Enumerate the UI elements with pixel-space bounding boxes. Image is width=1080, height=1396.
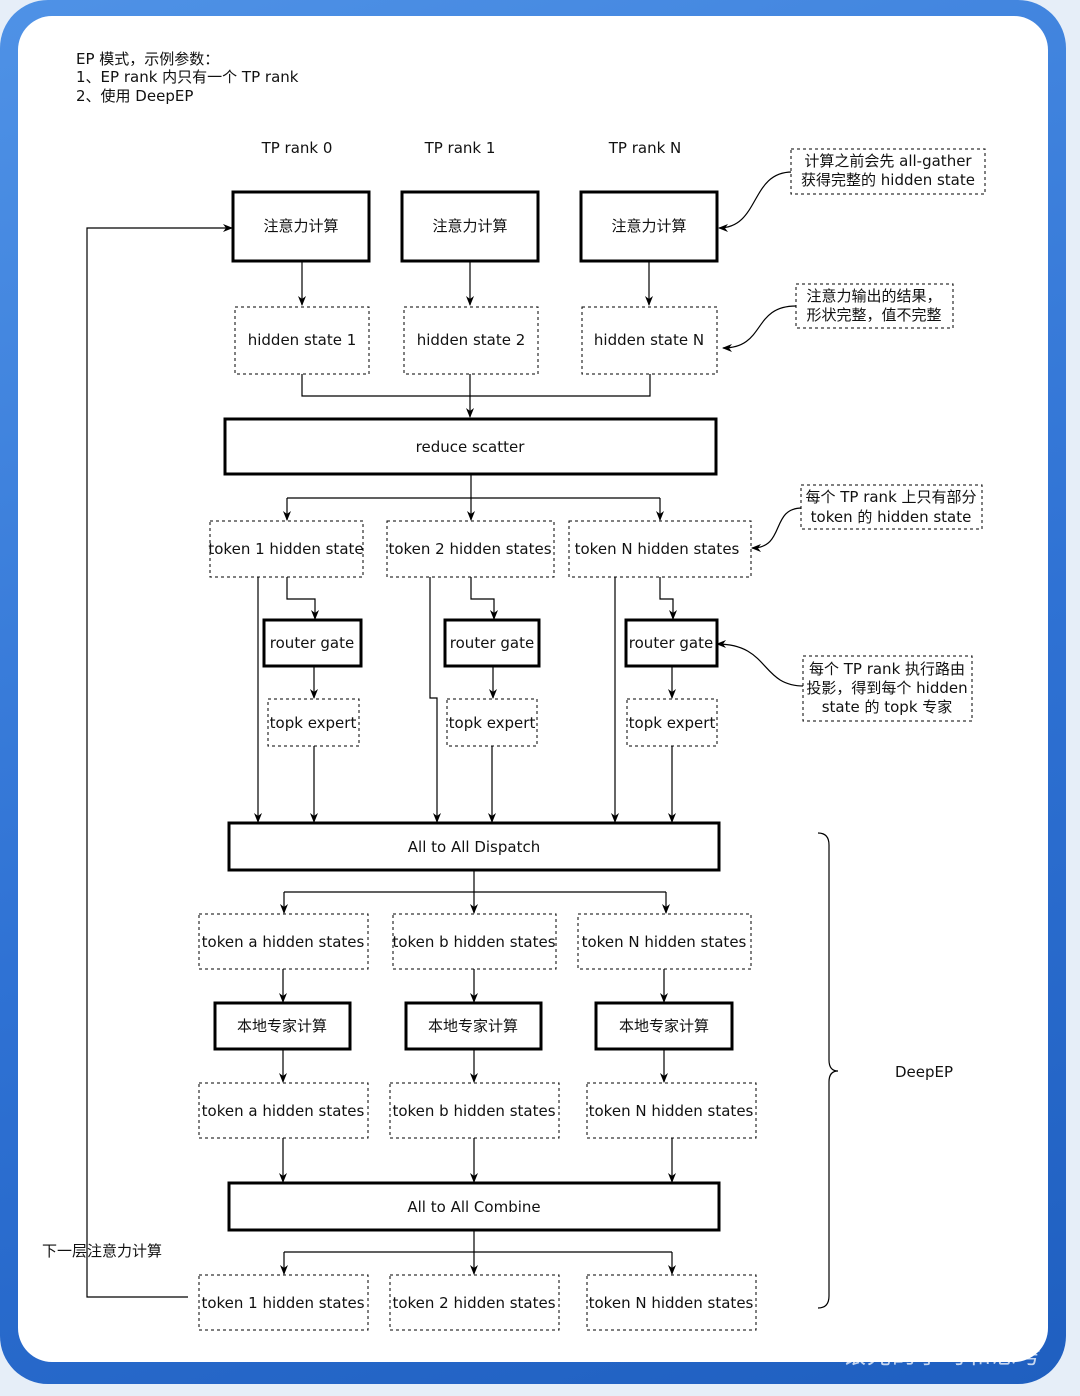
column-title-tp-rank-n: TP rank N — [608, 139, 682, 157]
hidden-state-label-1: hidden state 1 — [248, 331, 357, 349]
edge-note-allgather — [718, 171, 793, 232]
header-line-1: EP 模式，示例参数： — [76, 50, 219, 68]
deepep-brace — [817, 832, 839, 1309]
edge-tokN-gateN — [659, 577, 677, 620]
edge-note-partial — [751, 507, 803, 552]
local-expert-label-0: 本地专家计算 — [237, 1017, 327, 1035]
all-to-all-combine-box — [227, 1181, 721, 1232]
attention-compute-box-n — [579, 190, 719, 263]
note-partial-tokens-line-2: token 的 hidden state — [811, 508, 972, 526]
all-to-all-dispatch-label: All to All Dispatch — [408, 838, 540, 856]
note-attention-output-line-2: 形状完整，值不完整 — [806, 306, 941, 324]
token-n-hidden-states-box — [568, 520, 752, 578]
token-1-hidden-states-output-box — [198, 1274, 369, 1331]
header-line-2: 1、EP rank 内只有一个 TP rank — [76, 68, 299, 86]
topk-expert-box-1 — [446, 698, 538, 747]
edge-tok2-dispatch — [429, 577, 441, 823]
column-title-tp-rank-0: TP rank 0 — [261, 139, 333, 157]
attention-compute-label-0: 注意力计算 — [263, 217, 338, 235]
router-gate-box-1 — [443, 618, 541, 668]
local-expert-box-1 — [404, 1001, 543, 1051]
all-to-all-dispatch-box — [227, 821, 721, 872]
topk-expert-box-0 — [267, 698, 360, 747]
note-routing-box — [802, 655, 973, 722]
token-n-hidden-states-output-box — [586, 1274, 757, 1331]
note-partial-tokens-box — [800, 484, 983, 530]
reduce-scatter-box — [223, 417, 718, 476]
token-2-hidden-states-box — [386, 520, 555, 578]
note-routing-line-1: 每个 TP rank 执行路由 — [809, 660, 965, 678]
token-a-hidden-states-box — [198, 913, 369, 970]
hidden-state-label-n: hidden state N — [594, 331, 704, 349]
edge-feedback-next-layer — [86, 224, 233, 1298]
token-2-hidden-states-output-label: token 2 hidden states — [392, 1294, 555, 1312]
token-2-hidden-states-output-box — [389, 1274, 560, 1331]
token-b-hidden-states-box — [392, 913, 557, 970]
router-gate-box-n — [624, 618, 719, 668]
edge-note-attn-output — [722, 305, 797, 352]
router-gate-label-n: router gate — [629, 634, 713, 652]
attention-compute-label-1: 注意力计算 — [432, 217, 507, 235]
edge-tok1-gate0 — [286, 577, 319, 620]
watermark: 银光的学习和思考 — [842, 1341, 1042, 1369]
attention-compute-label-n: 注意力计算 — [611, 217, 686, 235]
note-routing-line-3: state 的 topk 专家 — [822, 698, 953, 716]
all-to-all-combine-label: All to All Combine — [407, 1198, 540, 1216]
token-n-hidden-states-box-3 — [586, 1082, 757, 1139]
token-a-hidden-states-label: token a hidden states — [202, 933, 365, 951]
token-1-hidden-states-output-label: token 1 hidden states — [201, 1294, 364, 1312]
attention-compute-box-0 — [231, 190, 371, 263]
hidden-state-box-1 — [234, 306, 370, 375]
reduce-scatter-label: reduce scatter — [416, 438, 526, 456]
attention-compute-box-1 — [400, 190, 540, 263]
column-title-tp-rank-1: TP rank 1 — [424, 139, 496, 157]
topk-expert-box-n — [626, 698, 718, 747]
local-expert-label-1: 本地专家计算 — [428, 1017, 518, 1035]
token-a-hidden-states-box-2 — [198, 1082, 369, 1139]
topk-expert-label-n: topk expert — [629, 714, 716, 732]
router-gate-box-0 — [262, 618, 363, 668]
next-layer-attention-label: 下一层注意力计算 — [42, 1242, 162, 1260]
note-routing-line-2: 投影，得到每个 hidden — [806, 679, 967, 697]
deepep-bracket-label: DeepEP — [895, 1063, 953, 1081]
token-b-hidden-states-label: token b hidden states — [392, 933, 555, 951]
note-allgather-line-1: 计算之前会先 all-gather — [804, 152, 972, 170]
header-line-3: 2、使用 DeepEP — [76, 87, 193, 105]
token-n-hidden-states-label-2: token N hidden states — [582, 933, 747, 951]
token-a-hidden-states-label-2: token a hidden states — [202, 1102, 365, 1120]
hidden-state-box-n — [581, 306, 718, 375]
token-n-hidden-states-output-label: token N hidden states — [589, 1294, 754, 1312]
local-expert-label-n: 本地专家计算 — [619, 1017, 709, 1035]
token-n-hidden-states-box-2 — [577, 913, 752, 970]
topk-expert-label-1: topk expert — [449, 714, 536, 732]
edge-note-routing — [716, 640, 805, 687]
router-gate-label-1: router gate — [450, 634, 534, 652]
token-n-hidden-states-label-3: token N hidden states — [589, 1102, 754, 1120]
token-b-hidden-states-box-2 — [389, 1082, 560, 1139]
local-expert-box-0 — [213, 1001, 352, 1051]
router-gate-label-0: router gate — [270, 634, 354, 652]
note-allgather-line-2: 获得完整的 hidden state — [801, 171, 975, 189]
note-attention-output-box — [795, 283, 954, 329]
token-1-hidden-state-label: token 1 hidden state — [208, 540, 363, 558]
local-expert-box-n — [594, 1001, 734, 1051]
token-1-hidden-state-box — [209, 520, 364, 578]
note-allgather-box — [790, 148, 986, 195]
token-b-hidden-states-label-2: token b hidden states — [392, 1102, 555, 1120]
edge-tok2-gate1 — [470, 577, 498, 620]
token-n-hidden-states-label: token N hidden states — [575, 540, 740, 558]
hidden-state-label-2: hidden state 2 — [417, 331, 526, 349]
edge-merge-hidden-states — [301, 374, 651, 397]
token-2-hidden-states-label: token 2 hidden states — [388, 540, 551, 558]
topk-expert-label-0: topk expert — [270, 714, 357, 732]
hidden-state-box-2 — [403, 306, 539, 375]
note-partial-tokens-line-1: 每个 TP rank 上只有部分 — [805, 488, 976, 506]
note-attention-output-line-1: 注意力输出的结果， — [806, 287, 941, 305]
edges — [86, 171, 839, 1309]
